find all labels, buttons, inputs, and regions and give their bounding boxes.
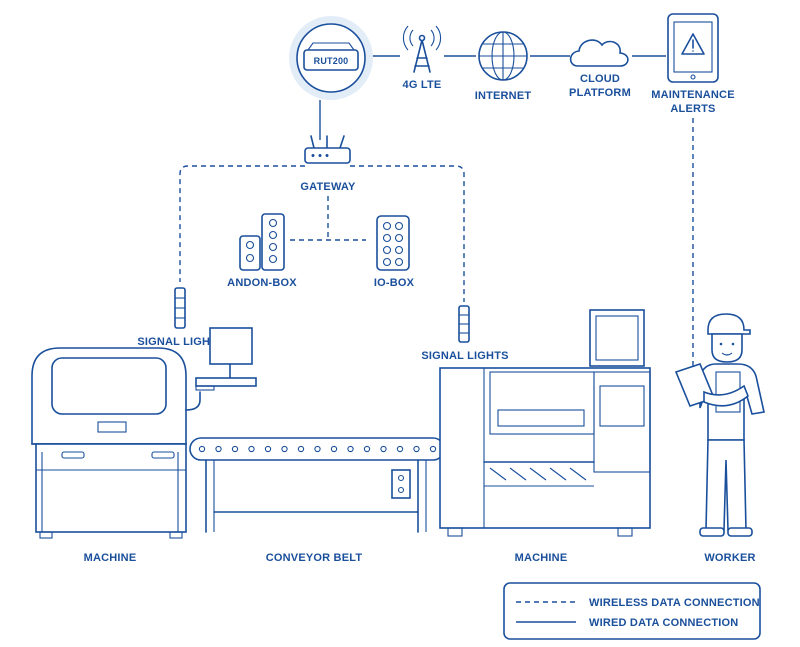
conveyor-belt-icon [189, 437, 445, 533]
alerts-label-2: ALERTS [670, 103, 715, 115]
alerts-label-1: MAINTENANCE [651, 89, 734, 101]
lte-tower-icon [402, 25, 442, 73]
conveyor-roller [297, 445, 305, 453]
andon-box-icon [239, 213, 285, 271]
cloud-label-2: PLATFORM [569, 87, 631, 99]
machine-right-label: MACHINE [515, 552, 568, 564]
conveyor-label: CONVEYOR BELT [266, 552, 363, 564]
machine-right-icon [439, 309, 651, 537]
monitor-left-icon [195, 327, 257, 391]
globe-icon [478, 31, 528, 81]
lte-label: 4G LTE [403, 79, 442, 91]
signal-right-label: SIGNAL LIGHTS [421, 350, 508, 362]
conveyor-roller [264, 445, 272, 453]
conveyor-roller [248, 445, 255, 453]
worker-label: WORKER [704, 552, 755, 564]
conveyor-roller [347, 445, 354, 453]
worker-icon [674, 313, 765, 537]
gateway-label: GATEWAY [300, 181, 356, 193]
conveyor-roller [314, 445, 321, 453]
conveyor-roller [413, 445, 420, 453]
io-box-icon [376, 215, 410, 271]
conveyor-roller [396, 445, 404, 453]
conveyor-roller [363, 445, 371, 453]
machine-left-icon [31, 347, 201, 539]
link-gateway-left-signal [179, 165, 305, 282]
legend: WIRELESS DATA CONNECTION WIRED DATA CONN… [503, 582, 761, 640]
legend-wireless-label: WIRELESS DATA CONNECTION [589, 597, 760, 609]
conveyor-roller [380, 445, 387, 453]
conveyor-roller [330, 445, 338, 453]
internet-label: INTERNET [475, 90, 532, 102]
legend-wired-label: WIRED DATA CONNECTION [589, 617, 738, 629]
tablet-warning-icon [667, 13, 719, 83]
machine-left-label: MACHINE [84, 552, 137, 564]
andon-label: ANDON-BOX [227, 277, 297, 289]
conveyor-roller [231, 445, 239, 453]
conveyor-roller [429, 445, 437, 453]
cloud-label-1: CLOUD [580, 73, 620, 85]
link-gateway-boxes [290, 196, 366, 241]
link-gateway-right-signal [350, 165, 465, 302]
signal-light-right-icon [458, 305, 470, 343]
gateway-icon [304, 135, 351, 164]
conveyor-roller [215, 445, 222, 453]
signal-left-label: SIGNAL LIGHTS [137, 336, 224, 348]
conveyor-roller [198, 445, 206, 453]
iobox-label: IO-BOX [374, 277, 415, 289]
conveyor-roller [281, 445, 288, 453]
router-icon: RUT200 [289, 16, 373, 100]
router-label: RUT200 [314, 56, 349, 66]
cloud-icon [569, 39, 629, 67]
signal-light-left-icon [174, 287, 186, 329]
